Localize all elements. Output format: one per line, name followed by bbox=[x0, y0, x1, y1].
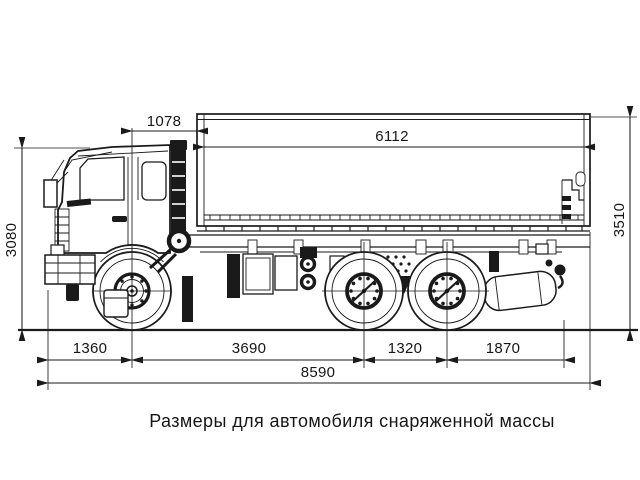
dim-label-8590: 8590 bbox=[301, 364, 336, 381]
dim-platform-inner-length: 6112 bbox=[192, 128, 596, 151]
dim-label-3690: 3690 bbox=[232, 340, 267, 357]
dim-overall-length: 8590 bbox=[36, 364, 602, 387]
tow-pin bbox=[66, 284, 79, 301]
dim-overall-height: 3510 bbox=[611, 105, 634, 342]
dim-label-1320: 1320 bbox=[388, 340, 423, 357]
dim-rear-bogie-spread: 1320 bbox=[352, 340, 459, 364]
dim-front-overhang: 1360 bbox=[36, 340, 144, 364]
front-bumper bbox=[44, 254, 96, 301]
cargo-platform bbox=[196, 113, 591, 232]
cab-step bbox=[103, 289, 129, 318]
chassis-frame bbox=[162, 234, 590, 255]
dim-label-1360: 1360 bbox=[73, 340, 108, 357]
dim-rear-overhang: 1870 bbox=[435, 340, 576, 364]
dim-label-6112: 6112 bbox=[375, 128, 408, 145]
windshield-wiper bbox=[66, 198, 92, 207]
tow-coupling bbox=[535, 243, 566, 290]
front-mudflap bbox=[182, 276, 193, 322]
dim-label-3080: 3080 bbox=[3, 223, 20, 258]
dimension-annotations: 1078 6112 3080 3510 1360 3690 1320 bbox=[3, 105, 637, 390]
battery-box bbox=[242, 253, 274, 295]
side-mirror bbox=[43, 159, 69, 208]
cab bbox=[43, 144, 171, 301]
dim-label-1870: 1870 bbox=[486, 340, 521, 357]
mid-mudflap bbox=[227, 254, 240, 298]
dim-front-axle-to-platform: 1078 bbox=[120, 113, 209, 135]
door-handle bbox=[112, 216, 127, 222]
dim-cab-height: 3080 bbox=[3, 136, 26, 342]
dim-wheelbase: 3690 bbox=[120, 340, 376, 364]
tool-box bbox=[274, 255, 298, 291]
air-intake-stack bbox=[148, 140, 192, 274]
fuel-tank bbox=[483, 270, 557, 312]
drawing-caption: Размеры для автомобиля снаряженной массы bbox=[149, 411, 555, 431]
dim-label-1078: 1078 bbox=[147, 113, 182, 130]
dim-label-3510: 3510 bbox=[611, 203, 628, 238]
rope-hook-ticks-lower bbox=[205, 226, 583, 231]
rope-hook-ticks-upper bbox=[209, 215, 579, 220]
underbody-equipment bbox=[182, 243, 566, 322]
